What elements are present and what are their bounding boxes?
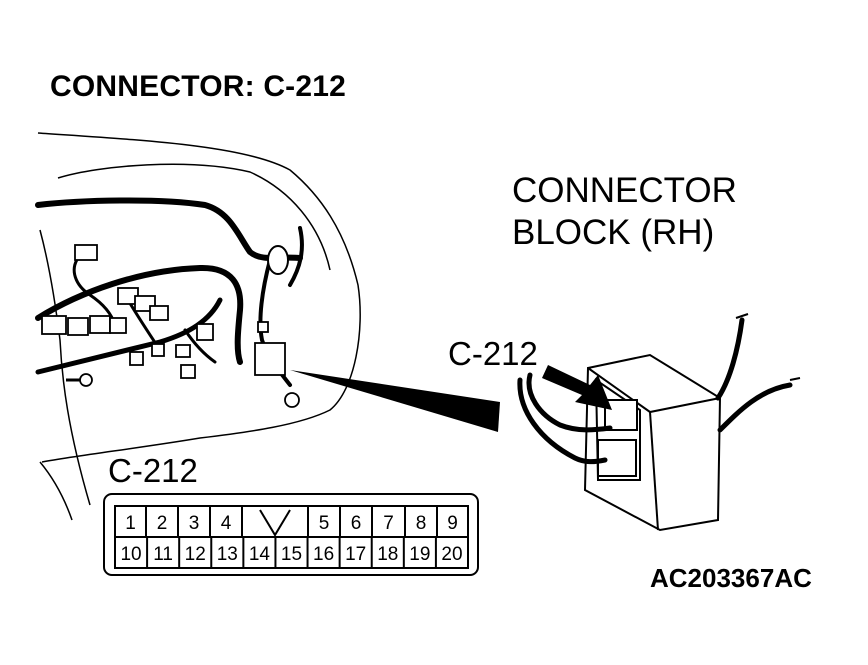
location-pointer bbox=[290, 370, 500, 432]
pin-label: 12 bbox=[185, 544, 206, 565]
ground-terminals bbox=[79, 373, 300, 408]
pin-label: 9 bbox=[447, 513, 458, 534]
pin-label: 10 bbox=[120, 544, 141, 565]
dashboard-outline bbox=[37, 132, 361, 521]
connector-block-rh bbox=[583, 353, 722, 532]
pin-label: 18 bbox=[377, 544, 398, 565]
diagram-title: CONNECTOR: C-212 bbox=[50, 70, 347, 103]
pin-label: 6 bbox=[351, 513, 362, 534]
connector-face-label: C-212 bbox=[108, 452, 198, 489]
pin-label: 16 bbox=[313, 544, 334, 565]
pin-label: 2 bbox=[157, 513, 168, 534]
pin-label: 17 bbox=[345, 544, 366, 565]
pin-label: 1 bbox=[125, 513, 136, 534]
block-wires bbox=[517, 317, 793, 465]
harness-connectors bbox=[41, 244, 286, 379]
pin-label: 11 bbox=[153, 544, 173, 565]
wire-end-right bbox=[789, 377, 801, 381]
wire-end-top bbox=[735, 313, 749, 319]
connector-block-label-line-2: BLOCK (RH) bbox=[512, 213, 715, 252]
pin-label: 19 bbox=[409, 544, 430, 565]
connector-callout-label: C-212 bbox=[448, 335, 538, 372]
document-id: AC203367AC bbox=[650, 563, 812, 593]
connector-block-label: CONNECTOR BLOCK (RH) bbox=[512, 170, 737, 254]
pin-label: 20 bbox=[441, 544, 462, 565]
pin-label: 5 bbox=[319, 513, 330, 534]
connector-block-label-line-1: CONNECTOR bbox=[512, 171, 737, 210]
pin-label: 15 bbox=[281, 544, 302, 565]
pin-label: 3 bbox=[189, 513, 200, 534]
pin-label: 4 bbox=[221, 513, 232, 534]
pin-label: 13 bbox=[217, 544, 238, 565]
key-notch bbox=[259, 509, 291, 537]
pin-label: 8 bbox=[416, 513, 427, 534]
pin-label: 7 bbox=[383, 513, 394, 534]
connector-face bbox=[103, 493, 479, 576]
connector-arrow bbox=[542, 365, 612, 410]
grommet bbox=[267, 245, 289, 275]
pin-label: 14 bbox=[249, 544, 271, 565]
